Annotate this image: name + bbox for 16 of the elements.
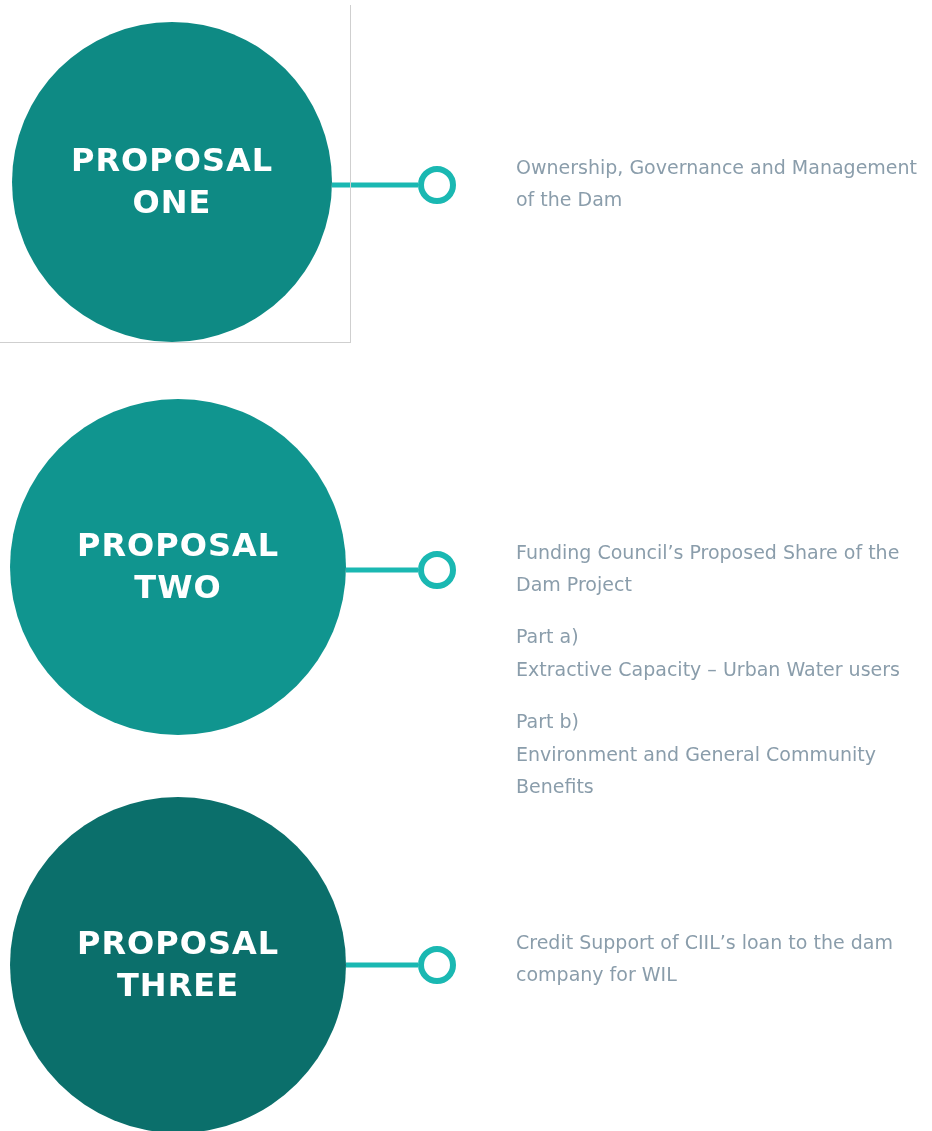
description-text: Credit Support of CIIL’s loan to the dam company for WIL [516, 930, 894, 988]
description-text: Environment and General Community Benefits [516, 742, 878, 800]
connector-ring [418, 551, 456, 589]
description-text: Funding Council’s Proposed Share of the Dam Project [516, 540, 901, 598]
proposal-title: PROPOSAL ONE [69, 140, 275, 223]
connector-ring [418, 946, 456, 984]
connector-line [331, 182, 418, 188]
proposal-title: PROPOSAL THREE [75, 923, 281, 1006]
proposal-title: PROPOSAL TWO [75, 525, 281, 608]
description-text: Ownership, Governance and Management of the Dam [516, 155, 918, 213]
description-text: Extractive Capacity – Urban Water users [516, 657, 901, 682]
description-text: Part a) [516, 624, 580, 649]
connector-ring [418, 166, 456, 204]
connector-line [345, 567, 418, 573]
connector-line [346, 962, 418, 968]
description-text: Part b) [516, 709, 581, 734]
